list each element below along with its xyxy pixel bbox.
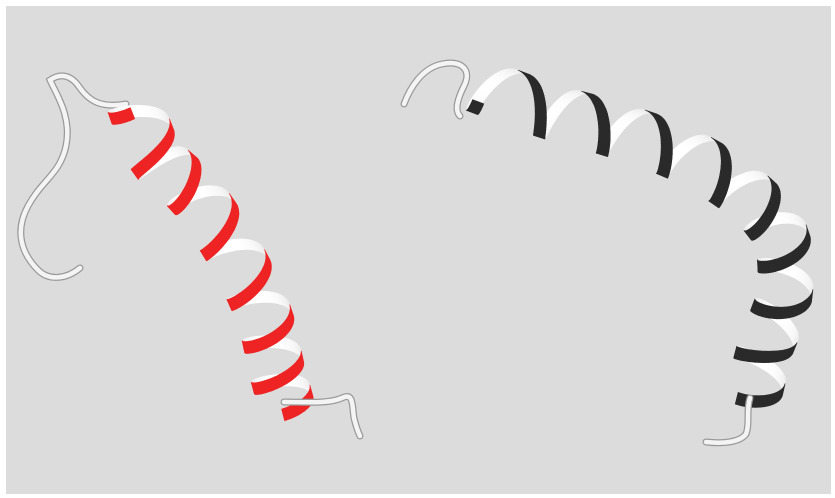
molecular-viewport [6, 6, 831, 494]
molecule-scene [6, 6, 831, 494]
